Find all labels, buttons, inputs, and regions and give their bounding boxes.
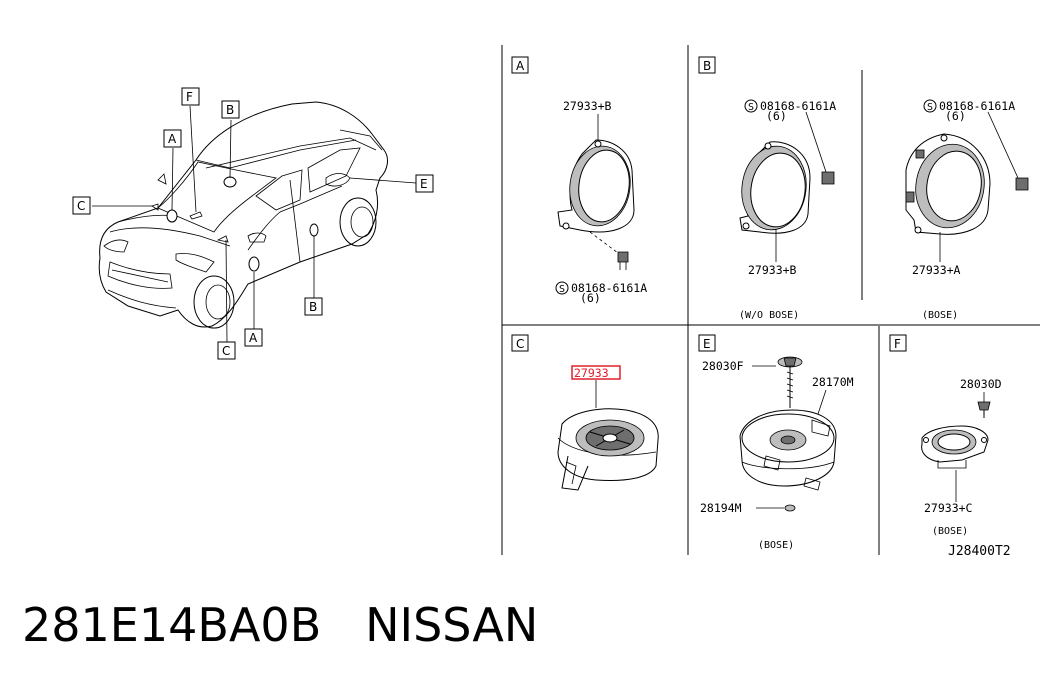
svg-text:B: B: [309, 300, 317, 314]
part-label-e-box: 28170M: [812, 375, 854, 389]
svg-text:F: F: [894, 337, 901, 351]
part-label-b1-screw: 08168-6161A: [760, 99, 836, 113]
svg-text:C: C: [77, 199, 85, 213]
panel-a: A 27933+B S 08168-6161A (6): [511, 56, 647, 305]
svg-text:(BOSE): (BOSE): [922, 310, 958, 321]
callout-f: F: [181, 87, 200, 106]
part-label-c-highlighted: 27933: [574, 366, 609, 380]
callout-a-top: A: [163, 129, 182, 148]
panel-e: E 28030F 28170M 28194M (BOSE): [698, 334, 854, 551]
svg-text:(BOSE): (BOSE): [758, 540, 794, 551]
part-label-b2: 27933+A: [912, 263, 961, 277]
part-label-f: 27933+C: [924, 501, 973, 515]
svg-text:A: A: [516, 59, 525, 73]
svg-text:(W/O BOSE): (W/O BOSE): [739, 310, 799, 321]
panel-b-bose: S 08168-6161A (6) 27933+A (BOSE): [905, 99, 1029, 321]
svg-text:B: B: [226, 103, 234, 117]
callout-c-left: C: [72, 196, 91, 215]
svg-text:E: E: [703, 337, 711, 351]
part-label-a-screw: 08168-6161A: [571, 281, 647, 295]
svg-text:B: B: [703, 59, 711, 73]
svg-text:(6): (6): [766, 109, 787, 123]
svg-text:F: F: [186, 90, 193, 104]
callout-e: E: [415, 174, 434, 193]
brand-name: NISSAN: [365, 598, 539, 652]
footer-caption: 281E14BA0B NISSAN: [22, 598, 538, 652]
part-label-e-bolt: 28030F: [702, 359, 744, 373]
part-label-b2-screw: 08168-6161A: [939, 99, 1015, 113]
svg-text:(6): (6): [580, 291, 601, 305]
svg-text:C: C: [516, 337, 524, 351]
svg-text:(BOSE): (BOSE): [932, 526, 968, 537]
panel-grid: [501, 45, 1040, 555]
callout-c-bottom: C: [217, 341, 236, 360]
svg-text:(6): (6): [945, 109, 966, 123]
panel-b-wo-bose: B S 08168-6161A (6) 27933+B (W/O BOSE): [698, 56, 836, 321]
callout-a-bottom: A: [244, 328, 263, 347]
part-label-a-top: 27933+B: [563, 99, 612, 113]
svg-text:S: S: [748, 102, 754, 113]
panel-c: C 27933: [511, 334, 659, 491]
diagram-code: J28400T2: [948, 544, 1011, 559]
callout-b-top: B: [221, 100, 240, 119]
car-illustration: F B A C E B A C: [72, 87, 434, 360]
part-label-e-washer: 28194M: [700, 501, 742, 515]
svg-text:A: A: [168, 132, 177, 146]
part-number: 281E14BA0B: [22, 598, 322, 652]
callout-b-bottom: B: [304, 297, 323, 316]
part-label-b1: 27933+B: [748, 263, 797, 277]
svg-text:S: S: [927, 102, 933, 113]
svg-text:C: C: [222, 344, 230, 358]
part-label-f-screw: 28030D: [960, 377, 1002, 391]
svg-text:E: E: [420, 177, 428, 191]
panel-f: F 28030D 27933+C (BOSE): [889, 334, 1002, 537]
svg-text:S: S: [559, 284, 565, 295]
svg-text:A: A: [249, 331, 258, 345]
highlighted-part-box: [571, 365, 621, 380]
